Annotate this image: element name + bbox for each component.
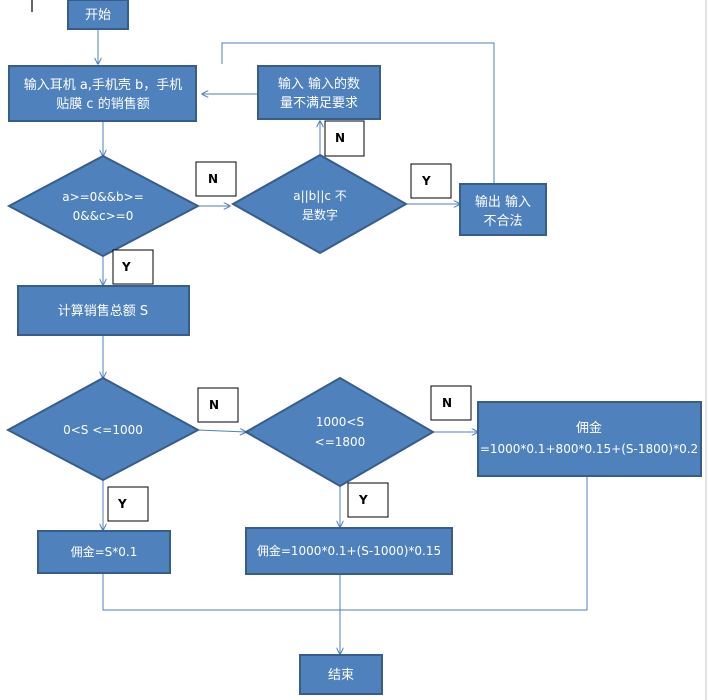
- label-box-n-range: [195, 161, 237, 197]
- label-box-y-1800: [347, 482, 389, 518]
- label-n-numeric-up: N: [335, 131, 345, 145]
- label-n-1000: N: [209, 398, 219, 412]
- label-y-1800: Y: [358, 493, 368, 507]
- node-commission-high: [477, 401, 702, 477]
- output-illegal-line2: 不合法: [483, 214, 522, 229]
- node-start: [67, 0, 129, 30]
- edge-low-merge: [102, 574, 340, 611]
- node-commission-mid: [245, 527, 453, 575]
- node-commission-low: [37, 530, 171, 574]
- label-y-1000: Y: [117, 497, 127, 511]
- label-box-y-range: [112, 249, 154, 285]
- label-n-range: N: [208, 172, 218, 186]
- label-box-y-1000: [107, 486, 149, 522]
- label-box-n-numeric: [324, 120, 365, 157]
- node-check-range: [6, 154, 201, 258]
- start-text: 开始: [85, 8, 111, 23]
- error-prompt-line2: 量不满足要求: [280, 96, 358, 111]
- check-range-line1: a>=0&&b>=: [62, 190, 144, 204]
- node-output-illegal: [459, 183, 547, 236]
- edge-high-merge: [340, 477, 588, 611]
- node-cond-1000: [5, 376, 201, 482]
- node-compute-total: [17, 285, 190, 336]
- check-numeric-line2: 是数字: [302, 207, 338, 222]
- node-cond-1800: [243, 376, 435, 488]
- node-input: [8, 65, 197, 122]
- cond-1800-line1: 1000<S: [316, 415, 364, 429]
- node-error-prompt: [257, 65, 381, 120]
- label-box-n-1800: [430, 385, 472, 421]
- edges: [98, 30, 588, 654]
- compute-total-text: 计算销售总额 S: [58, 303, 148, 319]
- label-y-range: Y: [121, 260, 131, 274]
- output-illegal-line1: 输出 输入: [475, 194, 531, 210]
- label-box-y-numeric: [410, 163, 452, 199]
- label-box-n-1000: [197, 387, 239, 423]
- label-boxes: [107, 120, 472, 522]
- commission-mid-text: 佣金=1000*0.1+(S-1000)*0.15: [257, 543, 441, 558]
- commission-low-text: 佣金=S*0.1: [71, 544, 138, 559]
- label-n-1800: N: [442, 396, 452, 410]
- cond-1800-line2: <=1800: [315, 435, 366, 449]
- edge-illegal-loop: [221, 42, 495, 184]
- cond-1000-text: 0<S <=1000: [63, 423, 143, 437]
- check-numeric-line1: a||b||c 不: [293, 189, 347, 203]
- input-text-line2: 贴膜 c 的销售额: [56, 96, 149, 112]
- node-end: [299, 654, 383, 695]
- commission-high-line1: 佣金: [576, 420, 602, 436]
- nodes: [5, 0, 702, 695]
- node-check-numeric: [230, 153, 409, 255]
- input-text-line1: 输入耳机 a,手机壳 b，手机: [24, 77, 183, 93]
- check-range-line2: 0&&c>=0: [73, 209, 134, 223]
- commission-high-line2: =1000*0.1+800*0.15+(S-1800)*0.2: [480, 442, 698, 456]
- error-prompt-line1: 输入 输入的数: [278, 76, 360, 92]
- label-y-numeric: Y: [421, 174, 431, 188]
- edge-cond1000-cond1800: [197, 430, 246, 432]
- end-text: 结束: [328, 668, 354, 683]
